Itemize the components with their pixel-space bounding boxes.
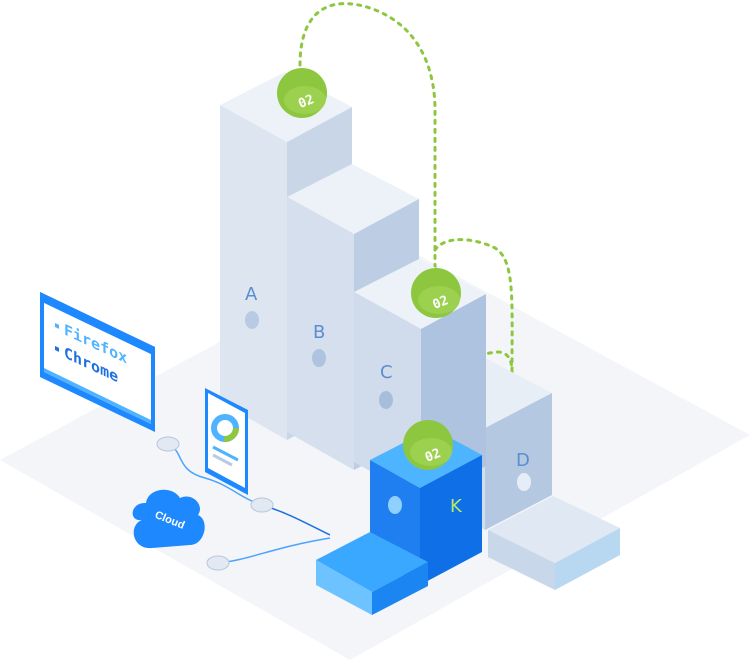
step-slab	[488, 496, 620, 590]
cloud: Cloud	[132, 489, 205, 549]
badge-mid: 02	[411, 268, 461, 318]
badge-mid-label: 02	[431, 293, 451, 313]
column-a-label: A	[245, 284, 258, 305]
column-c-dot	[379, 391, 393, 409]
node-1	[156, 436, 180, 452]
cloud-icon	[132, 489, 205, 549]
column-a-dot	[245, 311, 259, 329]
blue-step	[316, 532, 428, 615]
browser-panel: Firefox Chrome	[40, 292, 155, 432]
badge-low: 02	[403, 420, 453, 470]
column-d-dot	[517, 473, 531, 491]
node-2	[250, 497, 274, 513]
column-d-label: D	[516, 450, 530, 471]
connector-mid	[433, 238, 514, 372]
badge-low-label: 02	[423, 446, 443, 466]
column-b-label: B	[313, 322, 325, 343]
column-c-label: C	[380, 362, 393, 383]
column-b-dot	[312, 349, 326, 367]
badge-top: 02	[277, 68, 327, 118]
chrome-bullet	[55, 346, 59, 352]
connector-top	[298, 2, 437, 272]
phone	[205, 388, 248, 495]
column-k-dot	[388, 496, 402, 514]
badge-top-label: 02	[296, 92, 316, 112]
firefox-bullet	[55, 323, 59, 329]
column-k-label: K	[450, 496, 463, 517]
column-k	[370, 428, 482, 585]
node-3	[206, 555, 230, 571]
